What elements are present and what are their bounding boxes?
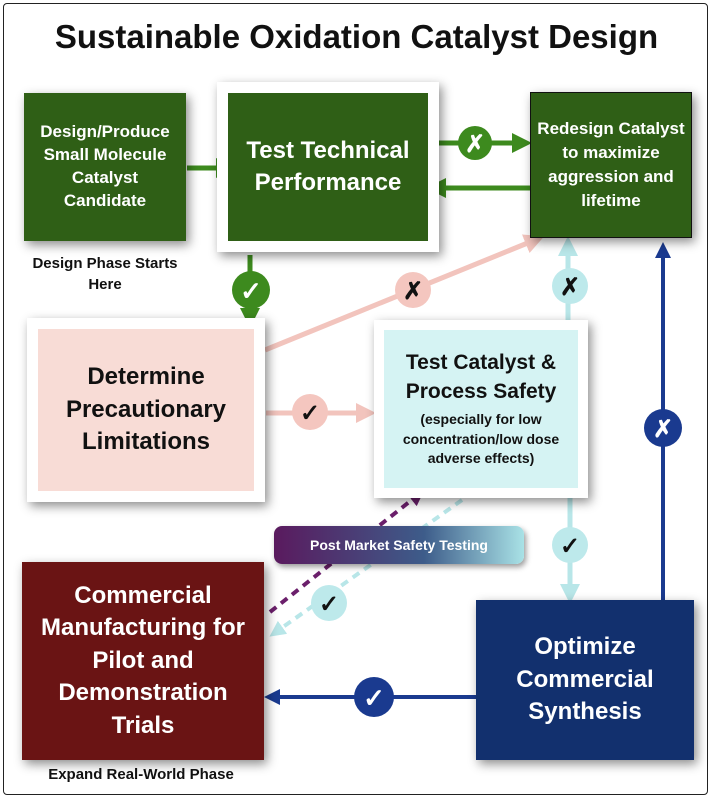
redesign-label: Redesign Catalyst to maximize aggression… (537, 119, 685, 210)
diagram-title: Sustainable Oxidation Catalyst Design (54, 18, 659, 55)
safety-subtitle: (especially for low concentration/low do… (402, 410, 560, 467)
svg-text:✗: ✗ (560, 274, 580, 301)
diagram-frame (3, 3, 708, 795)
post-market-badge: Post Market Safety Testing (274, 526, 524, 564)
design-candidate-box: Design/Produce Small Molecule Catalyst C… (24, 93, 186, 241)
safety-title: Test Catalyst & Process Safety (405, 351, 557, 403)
precautionary-label: Determine Precautionary Limitations (65, 363, 227, 456)
svg-text:✓: ✓ (300, 400, 320, 427)
fail-badge-safety-redesign: ✗ (552, 268, 588, 304)
post-market-label: Post Market Safety Testing (310, 537, 488, 553)
test-technical-label: Test Technical Performance (246, 136, 410, 196)
optimize-label: Optimize Commercial Synthesis (516, 633, 654, 726)
redesign-box: Redesign Catalyst to maximize aggression… (530, 92, 692, 238)
precautionary-box: Determine Precautionary Limitations (27, 318, 265, 502)
design-candidate-label: Design/Produce Small Molecule Catalyst C… (40, 122, 170, 210)
pass-badge-optimize-commercial: ✓ (354, 677, 394, 717)
svg-text:✓: ✓ (560, 533, 580, 560)
safety-box: Test Catalyst & Process Safety (especial… (374, 320, 588, 498)
pass-badge-safety-optimize: ✓ (552, 527, 588, 563)
fail-badge-precautionary-redesign: ✗ (395, 272, 431, 308)
commercial-label: Commercial Manufacturing for Pilot and D… (41, 582, 245, 739)
svg-text:✗: ✗ (465, 131, 485, 158)
pass-badge-test-precautionary: ✓ (232, 271, 270, 309)
svg-text:✓: ✓ (240, 276, 262, 306)
arrow-commercial-to-safety (268, 490, 425, 614)
fail-badge-test-redesign: ✗ (458, 126, 492, 160)
test-technical-box: Test Technical Performance (217, 82, 439, 252)
real-world-caption: Expand Real-World Phase (48, 766, 234, 783)
optimize-box: Optimize Commercial Synthesis (476, 600, 694, 760)
fail-badge-optimize-redesign: ✗ (644, 409, 682, 447)
pass-badge-precautionary-safety: ✓ (292, 394, 328, 430)
svg-text:✗: ✗ (403, 278, 423, 305)
svg-text:✓: ✓ (363, 683, 385, 713)
pass-badge-dashed: ✓ (311, 585, 347, 621)
svg-text:✗: ✗ (653, 416, 673, 443)
commercial-box: Commercial Manufacturing for Pilot and D… (22, 562, 264, 760)
design-phase-caption: Design Phase Starts Here (32, 255, 178, 293)
svg-text:✓: ✓ (319, 591, 339, 618)
arrow-safety-to-commercial (269, 498, 464, 637)
